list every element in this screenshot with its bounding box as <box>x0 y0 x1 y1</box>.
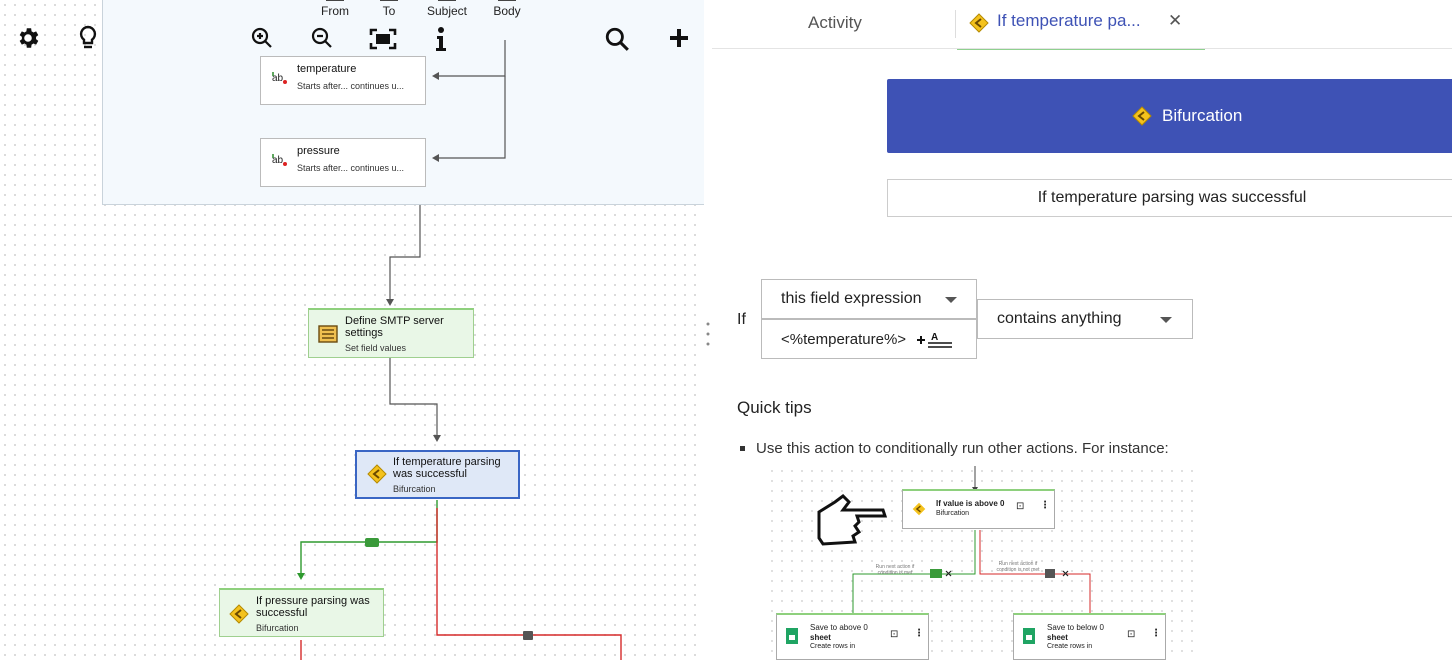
fail-connector[interactable] <box>523 631 533 640</box>
email-trigger-group[interactable]: From To Subject Body ab temperature Star… <box>102 0 704 205</box>
example-node-title-1: Save to above 0 <box>810 623 868 632</box>
zoom-out-icon[interactable] <box>310 26 334 50</box>
tab-divider <box>955 10 956 38</box>
connection-wires <box>297 40 622 660</box>
spreadsheet-icon <box>1023 628 1035 644</box>
svg-text:ab: ab <box>272 155 284 166</box>
expression-value: <%temperature%> <box>781 331 907 348</box>
example-node-title-1: Save to below 0 <box>1047 623 1104 632</box>
more-icon: ⋮ <box>1040 500 1050 511</box>
example-node-sub: Create rows in <box>1047 643 1093 650</box>
tab-bar-divider <box>712 48 1452 49</box>
example-node-sub: Bifurcation <box>936 510 970 517</box>
node-title-line2: was successful <box>393 468 467 480</box>
example-node-title-2: sheet <box>810 633 831 642</box>
success-connector[interactable] <box>365 538 379 547</box>
close-icon[interactable]: ✕ <box>1168 11 1183 30</box>
sheet-icon: ⊡ <box>1016 501 1025 512</box>
pointing-hand-icon <box>817 494 888 546</box>
bifurcation-icon <box>367 464 387 484</box>
node-if-pressure[interactable]: If pressure parsing was successful Bifur… <box>219 588 384 637</box>
node-subtitle: Set field values <box>345 343 407 353</box>
node-title-line2: settings <box>345 327 383 339</box>
svg-text:ab: ab <box>272 73 284 84</box>
more-icon: ⋮ <box>1151 628 1161 639</box>
node-title: pressure <box>297 145 340 157</box>
bifurcation-icon <box>229 604 249 624</box>
bullet <box>740 446 745 451</box>
node-subtitle: Starts after... continues u... <box>297 81 405 91</box>
tab-if-temperature[interactable]: If temperature pa... ✕ <box>957 0 1205 50</box>
chevron-down-icon <box>945 297 957 303</box>
example-node-if-above: If value is above 0 Bifurcation ⊡ ⋮ <box>902 489 1055 529</box>
tab-label: If temperature pa... <box>997 11 1141 30</box>
example-node-save-above: Save to above 0 sheet Create rows in ⊡ ⋮ <box>776 613 929 660</box>
node-subtitle: Bifurcation <box>393 484 436 494</box>
if-label: If <box>737 311 746 328</box>
banner-label: Bifurcation <box>1162 106 1243 125</box>
illustration-wires <box>850 466 1093 618</box>
node-subtitle: Starts after... continues u... <box>297 163 405 173</box>
group-label-to: To <box>374 0 404 18</box>
example-node-title: If value is above 0 <box>936 499 1005 508</box>
quick-tips-heading: Quick tips <box>737 398 812 417</box>
tip-text: Use this action to conditionally run oth… <box>756 440 1169 457</box>
search-icon[interactable] <box>604 26 630 52</box>
node-title-line1: If temperature parsing <box>393 456 501 468</box>
spreadsheet-icon <box>786 628 798 644</box>
example-node-sub: Create rows in <box>810 643 856 650</box>
set-values-icon <box>318 325 338 343</box>
text-parse-icon: ab <box>272 154 287 166</box>
drag-handle-icon[interactable] <box>705 320 711 350</box>
field-type-value: this field expression <box>781 290 922 307</box>
expression-input[interactable]: <%temperature%> A <box>761 319 977 359</box>
node-title: temperature <box>297 63 357 75</box>
insert-variable-icon[interactable]: A <box>915 330 955 350</box>
lightbulb-icon[interactable] <box>77 24 99 52</box>
tab-activity[interactable]: Activity <box>808 13 862 32</box>
not-met-caption: Run next action if condition is not met <box>996 561 1040 573</box>
node-define-smtp[interactable]: Define SMTP server settings Set field va… <box>308 308 474 358</box>
bifurcation-icon <box>912 502 926 516</box>
svg-text:A: A <box>931 332 938 343</box>
action-title-input[interactable]: If temperature parsing was successful <box>887 179 1452 217</box>
sheet-icon: ⊡ <box>1127 629 1136 640</box>
node-temperature[interactable]: ab temperature Starts after... continues… <box>260 56 426 105</box>
tip-illustration: If value is above 0 Bifurcation ⊡ ⋮ Run … <box>767 466 1197 660</box>
node-title-line1: Define SMTP server <box>345 315 444 327</box>
field-type-select[interactable]: this field expression <box>761 279 977 319</box>
more-icon: ⋮ <box>914 628 924 639</box>
action-type-banner: Bifurcation <box>887 79 1452 153</box>
fit-screen-icon[interactable] <box>369 28 397 50</box>
group-label-subject: Subject <box>421 0 473 18</box>
condition-value: contains anything <box>997 310 1122 327</box>
node-subtitle: Bifurcation <box>256 623 299 633</box>
text-parse-icon: ab <box>272 72 287 84</box>
sheet-icon: ⊡ <box>890 629 899 640</box>
panel-splitter[interactable] <box>704 0 712 660</box>
group-label-from: From <box>315 0 355 18</box>
bifurcation-icon <box>969 13 989 33</box>
bifurcation-icon <box>1132 106 1152 126</box>
example-node-save-below: Save to below 0 sheet Create rows in ⊡ ⋮ <box>1013 613 1166 660</box>
node-if-temperature[interactable]: If temperature parsing was successful Bi… <box>355 450 520 499</box>
node-title-line2: successful <box>256 607 308 619</box>
group-label-body: Body <box>487 0 527 18</box>
workflow-canvas[interactable]: From To Subject Body ab temperature Star… <box>0 0 704 660</box>
plus-icon[interactable] <box>668 27 690 49</box>
node-pressure[interactable]: ab pressure Starts after... continues u.… <box>260 138 426 187</box>
chevron-down-icon <box>1160 317 1172 323</box>
info-icon[interactable] <box>434 26 448 52</box>
node-title-line1: If pressure parsing was <box>256 595 370 607</box>
example-node-title-2: sheet <box>1047 633 1068 642</box>
met-caption: Run next action if condition is met <box>875 564 915 576</box>
condition-select[interactable]: contains anything <box>977 299 1193 339</box>
zoom-in-icon[interactable] <box>250 26 274 50</box>
properties-panel: Activity If temperature pa... ✕ Bifurcat… <box>712 0 1452 660</box>
gear-icon[interactable] <box>15 25 41 51</box>
